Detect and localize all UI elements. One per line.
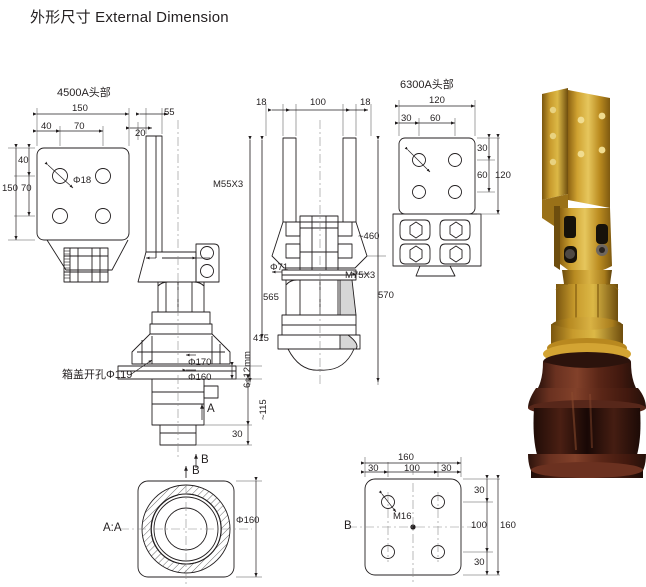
dim-viewb-edge-bottom-30: 30 (474, 557, 485, 568)
dim-upper-length-460: ~460 (358, 231, 380, 242)
dim-section-outer-dia: Φ160 (236, 515, 260, 526)
dim-4500-vpitch-70: 70 (21, 183, 32, 194)
dim-fork-left-18: 18 (256, 97, 267, 108)
dim-mid-length-565: 565 (263, 292, 279, 303)
dim-viewb-width-160: 160 (398, 452, 414, 463)
dim-total-length-570: 570 (378, 290, 394, 301)
dim-seal-dia-71: Φ71 (270, 262, 289, 273)
dim-4500-hole-dia: Φ18 (73, 175, 92, 186)
dim-4500-pitch-70: 70 (74, 121, 85, 132)
caption-section-aa: A:A (103, 522, 122, 534)
dim-viewb-pitch-h-100: 100 (404, 463, 420, 474)
dim-6300-pitch-30: 30 (401, 113, 412, 124)
caption-6300a-head: 6300A头部 (400, 79, 454, 91)
dim-6300-edge-30: 30 (477, 143, 488, 154)
dim-6300-pitch-60: 60 (430, 113, 441, 124)
dim-viewb-bolt-m16: M16 (393, 511, 412, 522)
dim-lower-spigot-115: ~115 (258, 399, 269, 420)
dim-flange-outer-dia: Φ170 (188, 357, 212, 368)
dim-fork-gap-100: 100 (310, 97, 326, 108)
caption-view-b: B (344, 520, 352, 532)
dim-flange-inner-dia: Φ160 (188, 372, 212, 383)
dim-thread-m55x3: M55X3 (213, 179, 244, 190)
dim-viewb-edge-right-30: 30 (441, 463, 452, 474)
caption-4500a-head: 4500A头部 (57, 87, 111, 99)
section-aa-arrow-b: B (192, 465, 200, 477)
dim-lower-length-415: 415 (253, 333, 269, 344)
page-title: 外形尺寸 External Dimension (30, 9, 229, 26)
dim-box-opening: 箱盖开孔Φ119 (62, 369, 133, 381)
dim-4500-edge-40: 40 (18, 155, 29, 166)
dim-4500-pitch-40: 40 (41, 121, 52, 132)
dim-plate-thickness: 6÷12mm (242, 351, 253, 388)
dim-blade-thickness-20: 20 (135, 128, 146, 139)
dim-6300-height-120: 120 (495, 170, 511, 181)
dim-blade-width-55: 55 (164, 107, 175, 118)
section-arrow-a-label: A (207, 403, 215, 415)
dim-4500-width-150: 150 (72, 103, 88, 114)
dim-viewb-edge-top-30: 30 (474, 485, 485, 496)
dim-6300-width-120: 120 (429, 95, 445, 106)
section-arrow-b-label: B (201, 454, 209, 466)
dim-viewb-edge-left-30: 30 (368, 463, 379, 474)
dim-4500-height-150: 150 (2, 183, 18, 194)
dim-6300-vpitch-60: 60 (477, 170, 488, 181)
bushing-insulator-photo (528, 88, 646, 478)
dim-fork-right-18: 18 (360, 97, 371, 108)
dim-base-height-30: 30 (232, 429, 243, 440)
dim-viewb-pitch-v-100: 100 (471, 520, 487, 531)
dim-thread-m75x3: M75X3 (345, 270, 376, 281)
dim-viewb-height-160: 160 (500, 520, 516, 531)
